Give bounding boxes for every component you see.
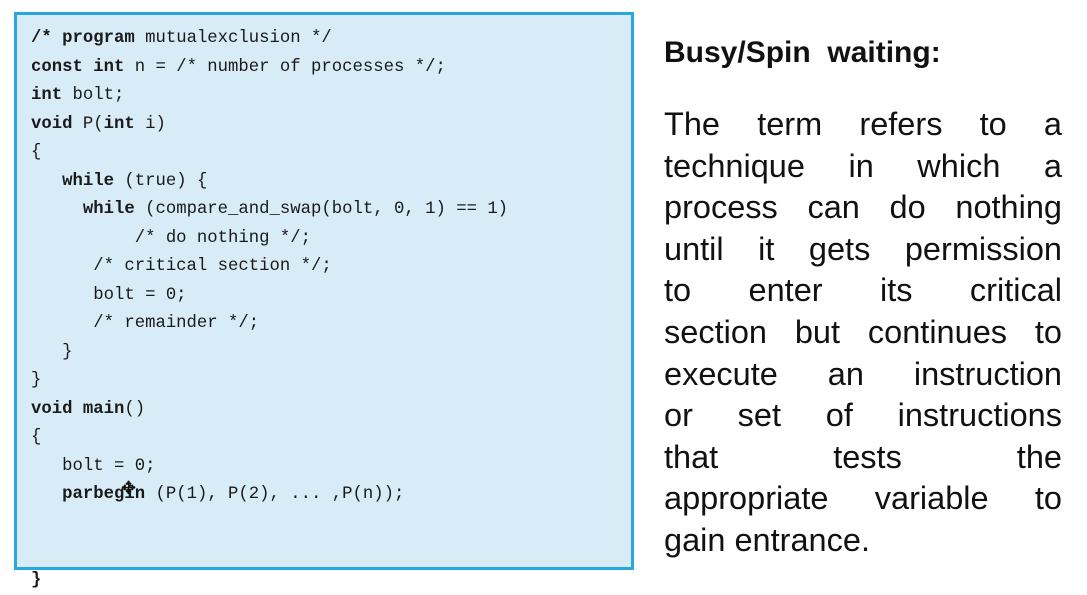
paragraph-line: technique in which a (664, 146, 1062, 188)
code-text: (P(1), P(2), ... ,P(n)); (145, 485, 404, 504)
code-line: while (true) { (31, 168, 508, 197)
code-text: bolt; (62, 86, 124, 105)
code-line: while (compare_and_swap(bolt, 0, 1) == 1… (31, 196, 508, 225)
code-line: void main() (31, 396, 508, 425)
code-text: bolt = 0; (31, 286, 187, 305)
code-text: bolt = 0; (31, 457, 155, 476)
paragraph-line: to enter its critical (664, 270, 1062, 312)
code-text: /* remainder */; (31, 314, 259, 333)
code-keyword: /* (31, 29, 62, 48)
code-line: /* remainder */; (31, 310, 508, 339)
code-line (31, 510, 508, 567)
code-text: n = /* number of processes */; (124, 58, 445, 77)
code-text: mutualexclusion */ (135, 29, 332, 48)
paragraph-line: until it gets permission (664, 229, 1062, 271)
code-text: /* do nothing */; (31, 229, 311, 248)
code-text: (true) { (114, 172, 207, 191)
paragraph-line: process can do nothing (664, 187, 1062, 229)
paragraph-line: appropriate variable to (664, 478, 1062, 520)
code-line: const int n = /* number of processes */; (31, 54, 508, 83)
code-keyword: int (104, 115, 135, 134)
code-text: i) (135, 115, 166, 134)
paragraph-line: execute an instruction (664, 354, 1062, 396)
code-text: /* critical section */; (31, 257, 332, 276)
code-keyword: void (31, 115, 72, 134)
code-line: /* critical section */; (31, 253, 508, 282)
code-keyword: while (62, 172, 114, 191)
code-line: /* program mutualexclusion */ (31, 25, 508, 54)
paragraph-line: or set of instructions (664, 395, 1062, 437)
code-line: /* do nothing */; (31, 225, 508, 254)
paragraph-line: The term refers to a (664, 104, 1062, 146)
move-cursor-icon: ✥ (121, 480, 136, 498)
code-text: P( (72, 115, 103, 134)
paragraph-line: that tests the (664, 437, 1062, 479)
code-keyword: int (31, 86, 62, 105)
code-keyword: while (83, 200, 135, 219)
code-text: { (31, 428, 41, 447)
code-line: { (31, 139, 508, 168)
code-line: bolt = 0; (31, 453, 508, 482)
code-line: int bolt; (31, 82, 508, 111)
code-line: } (31, 367, 508, 396)
code-listing: /* program mutualexclusion */const int n… (31, 25, 508, 595)
code-keyword: const int (31, 58, 124, 77)
code-keyword: program (62, 29, 135, 48)
code-text: } (31, 343, 72, 362)
slide-title: Busy/Spin waiting: (664, 34, 941, 72)
code-text: { (31, 143, 41, 162)
code-line: bolt = 0; (31, 282, 508, 311)
code-text: (compare_and_swap(bolt, 0, 1) == 1) (135, 200, 508, 219)
paragraph-line: gain entrance. (664, 520, 1062, 562)
paragraph-line: section but continues to (664, 312, 1062, 354)
code-text: } (31, 371, 41, 390)
code-text: () (124, 400, 145, 419)
code-line: { (31, 424, 508, 453)
code-line: void P(int i) (31, 111, 508, 140)
code-keyword: void main (31, 400, 124, 419)
code-line: } (31, 339, 508, 368)
code-listing-box: /* program mutualexclusion */const int n… (14, 12, 634, 570)
code-text (31, 172, 62, 191)
code-text (31, 200, 83, 219)
code-text (31, 485, 62, 504)
code-line: parbegin (P(1), P(2), ... ,P(n)); (31, 481, 508, 510)
code-line: } (31, 567, 508, 595)
code-keyword: } (31, 571, 41, 590)
